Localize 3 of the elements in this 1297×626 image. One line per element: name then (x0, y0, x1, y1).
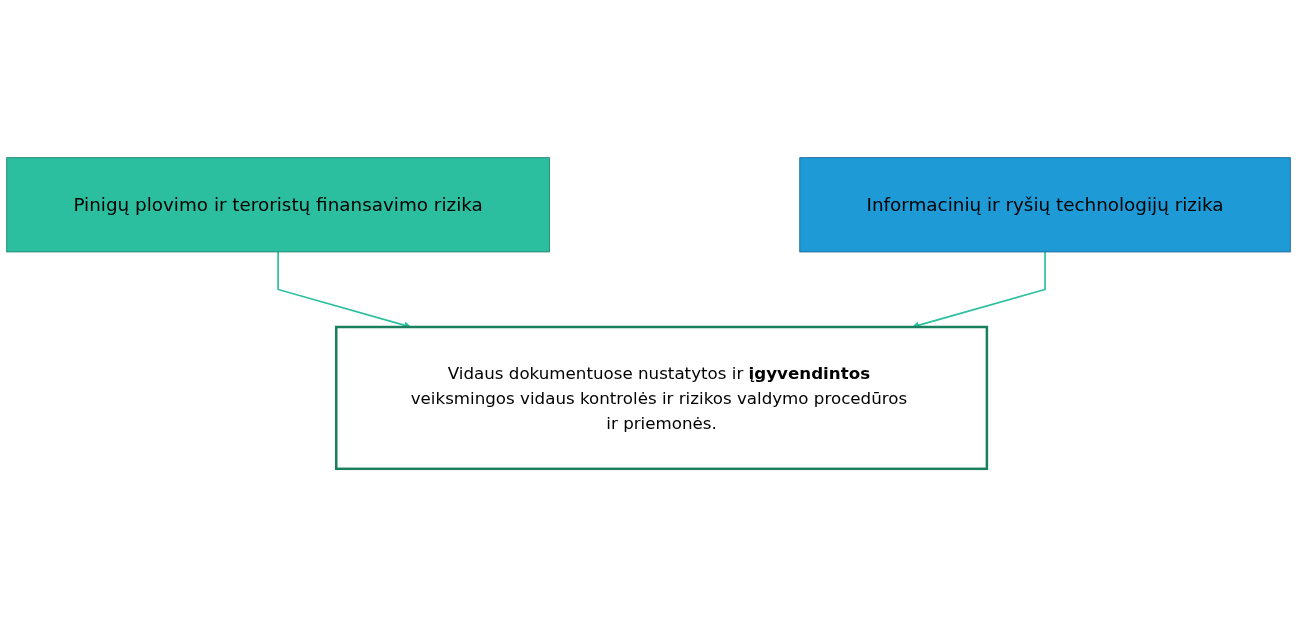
node-box: Vidaus dokumentuose nustatytos ir įgyvendintos veiksmingos vidaus kontrolės ir rizikos valdymo procedūros ir priemonės. (335, 325, 989, 470)
node-box: Informacinių ir ryšių technologijų rizika (799, 157, 1291, 253)
node-box: Pinigų plovimo ir teroristų finansavimo rizika (6, 157, 550, 253)
